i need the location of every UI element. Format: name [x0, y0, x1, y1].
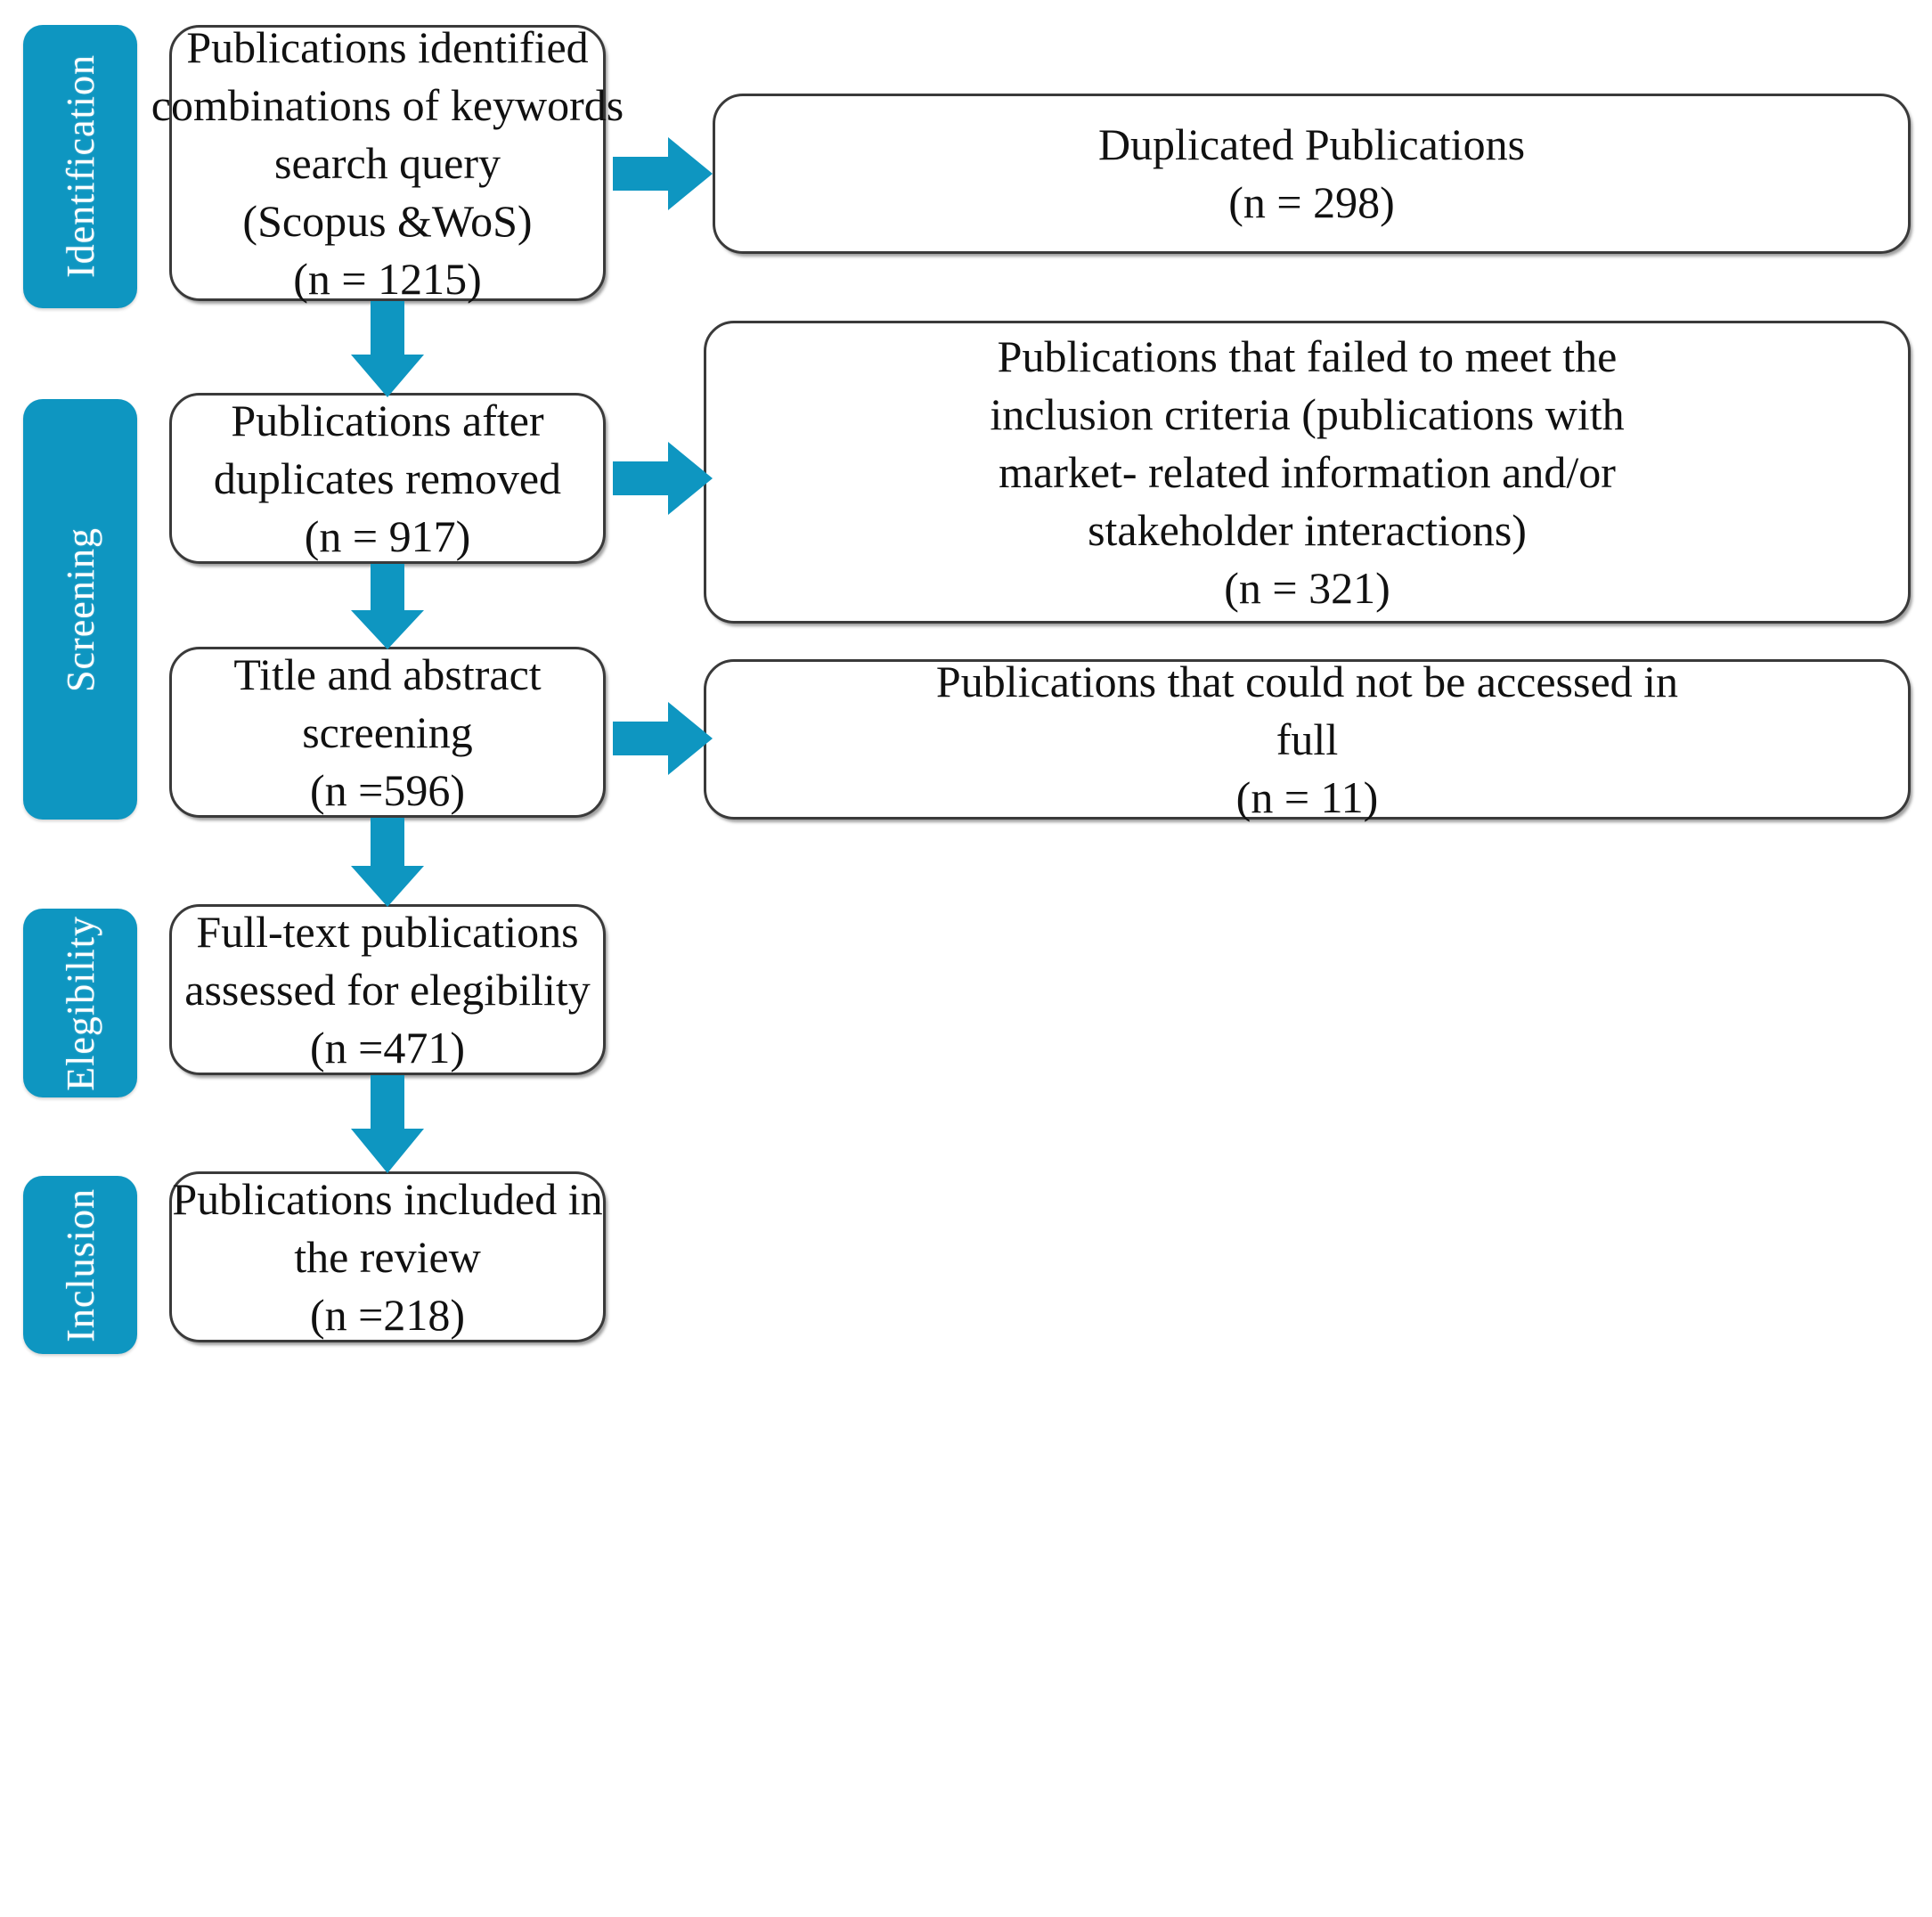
box-count: (n = 321)	[1224, 562, 1390, 613]
box-failed-inclusion-criteria: Publications that failed to meet the inc…	[704, 321, 1911, 624]
box-line: Publications after	[231, 395, 544, 445]
box-line: Title and abstract	[233, 649, 542, 699]
stage-bar-inclusion: Inclusion	[23, 1176, 137, 1354]
stage-label-identification: Identification	[58, 54, 102, 279]
arrow-down-title-to-full-text	[349, 818, 426, 907]
box-count: (n = 917)	[304, 510, 471, 561]
box-count: (n = 1215)	[293, 253, 482, 304]
box-duplicated-publications: Duplicated Publications (n = 298)	[713, 94, 1911, 254]
box-count: (n =471)	[310, 1022, 465, 1073]
stage-bar-elegibility: Elegibility	[23, 909, 137, 1097]
arrow-right-title-to-not-accessed	[613, 700, 713, 777]
arrow-right-after-duplicates-to-failed	[613, 440, 713, 517]
stage-label-elegibility: Elegibility	[58, 915, 102, 1091]
box-line: Publications that could not be accessed …	[935, 656, 1679, 706]
box-line: market- related information and/or	[999, 446, 1616, 497]
box-line: Publications that failed to meet the	[997, 330, 1618, 381]
arrow-right-identified-to-duplicates	[613, 135, 713, 212]
box-line: (Scopus &WoS)	[242, 195, 533, 246]
arrow-down-full-text-to-included	[349, 1075, 426, 1173]
box-count: (n =218)	[310, 1289, 465, 1340]
box-included-in-review: Publications included in the review (n =…	[169, 1171, 606, 1342]
box-line: Publications identified	[186, 21, 589, 72]
box-line: Duplicated Publications	[1097, 119, 1526, 169]
box-title-abstract-screening: Title and abstract screening (n =596)	[169, 647, 606, 818]
arrow-down-identified-to-after-duplicates	[349, 301, 426, 397]
box-full-text-assessed: Full-text publications assessed for eleg…	[169, 904, 606, 1075]
box-line: combinations of keywords	[151, 79, 624, 130]
box-publications-identified: Publications identified combinations of …	[151, 22, 624, 304]
box-not-accessed-in-full: Publications that could not be accessed …	[704, 657, 1911, 822]
box-count: (n = 11)	[1235, 771, 1379, 822]
arrow-down-after-duplicates-to-title	[349, 564, 426, 649]
box-line: search query	[273, 137, 501, 188]
box-line: screening	[302, 706, 473, 757]
box-line: assessed for elegibility	[184, 964, 591, 1015]
stage-label-screening: Screening	[58, 526, 102, 692]
stage-bar-identification: Identification	[23, 25, 137, 308]
box-line: Publications included in	[172, 1173, 603, 1224]
stage-bar-screening: Screening	[23, 399, 137, 820]
box-line: Full-text publications	[196, 906, 579, 957]
box-line: duplicates removed	[213, 453, 562, 503]
box-line: stakeholder interactions)	[1088, 504, 1527, 555]
box-count: (n =596)	[310, 764, 465, 815]
box-line: inclusion criteria (publications with	[990, 388, 1625, 439]
box-line: the review	[294, 1231, 481, 1282]
box-line: full	[1276, 714, 1339, 764]
box-after-duplicates-removed: Publications after duplicates removed (n…	[169, 393, 606, 564]
box-count: (n = 298)	[1228, 177, 1395, 227]
stage-label-inclusion: Inclusion	[58, 1187, 102, 1342]
